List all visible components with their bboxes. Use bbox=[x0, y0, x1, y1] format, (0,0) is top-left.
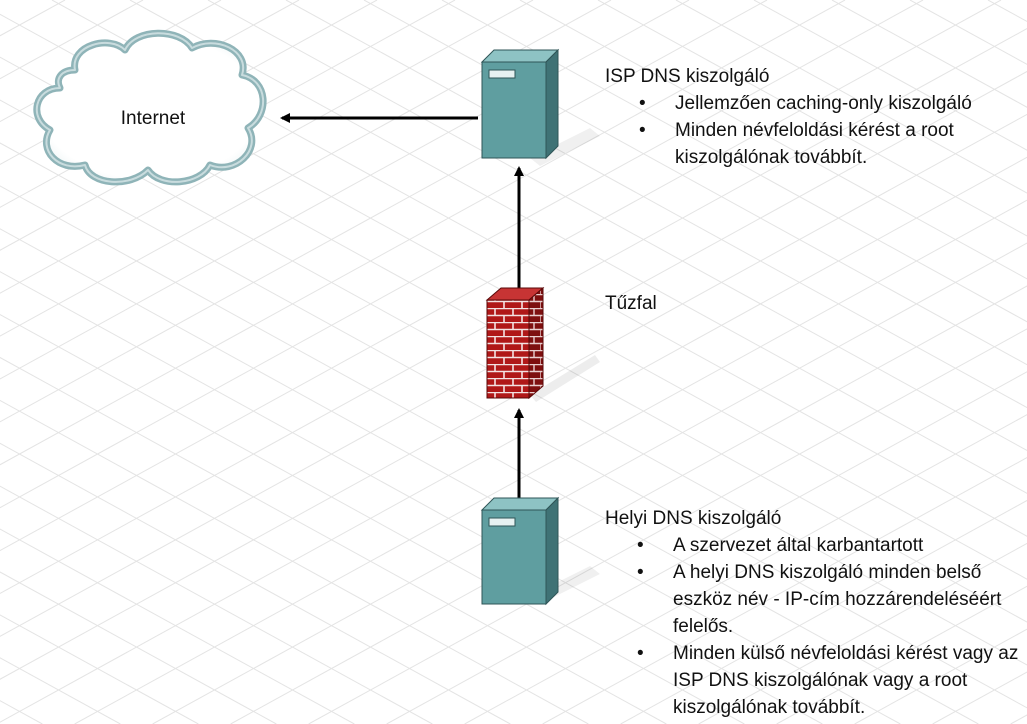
local-dns-description: Helyi DNS kiszolgáló A szervezet által k… bbox=[605, 505, 1020, 721]
local-dns-bullet-list: A szervezet által karbantartott A helyi … bbox=[627, 532, 1020, 721]
local-dns-title: Helyi DNS kiszolgáló bbox=[605, 508, 782, 529]
list-item: A helyi DNS kiszolgáló minden belső eszk… bbox=[627, 559, 1020, 640]
list-item: Jellemzően caching-only kiszolgáló bbox=[629, 90, 1015, 117]
list-item: Minden külső névfeloldási kérést vagy az… bbox=[627, 640, 1020, 721]
isp-dns-title: ISP DNS kiszolgáló bbox=[605, 66, 770, 87]
internet-label: Internet bbox=[120, 108, 186, 129]
firewall-icon bbox=[485, 286, 600, 402]
isp-dns-server-icon bbox=[480, 48, 600, 166]
firewall-label: Tűzfal bbox=[605, 293, 657, 314]
isp-dns-bullet-list: Jellemzően caching-only kiszolgáló Minde… bbox=[629, 90, 1015, 171]
list-item: Minden névfeloldási kérést a root kiszol… bbox=[629, 117, 1015, 171]
local-dns-server-icon bbox=[480, 496, 600, 606]
isp-dns-description: ISP DNS kiszolgáló Jellemzően caching-on… bbox=[605, 63, 1015, 171]
internet-cloud bbox=[33, 29, 267, 186]
list-item: A szervezet által karbantartott bbox=[627, 532, 1020, 559]
